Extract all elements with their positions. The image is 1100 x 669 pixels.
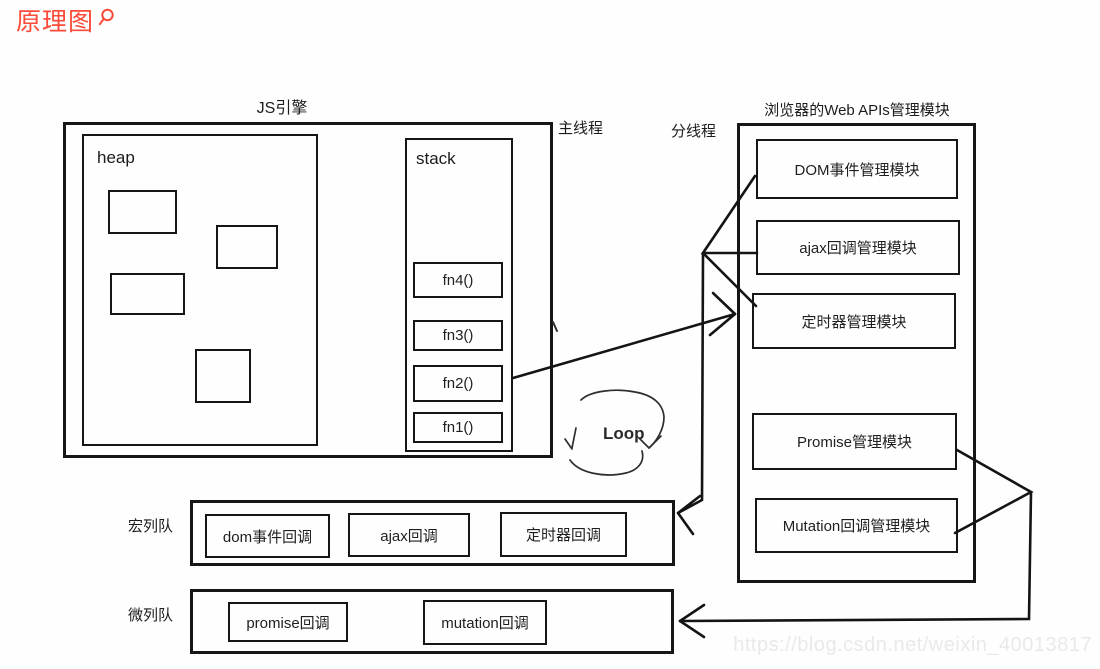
heap-object (216, 225, 278, 269)
macro-queue-item: dom事件回调 (205, 514, 330, 558)
dom-event-module: DOM事件管理模块 (756, 139, 958, 199)
web-apis-title: 浏览器的Web APIs管理模块 (764, 102, 950, 119)
main-thread-label: 主线程 (558, 120, 604, 137)
js-engine-title: JS引擎 (256, 100, 308, 117)
macro-queue-box: dom事件回调 ajax回调 定时器回调 (190, 500, 675, 566)
stack-label: stack (416, 149, 456, 168)
watermark-url: https://blog.csdn.net/weixin_40013817 (733, 634, 1092, 656)
section-heading: 原理图 (16, 6, 116, 39)
event-loop-label: Loop (603, 424, 645, 443)
micro-queue-item: promise回调 (228, 602, 348, 642)
promise-module: Promise管理模块 (752, 413, 957, 470)
js-engine-box: heap stack fn4() fn3() fn2() fn1() (63, 122, 553, 458)
stack-frame: fn4() (413, 262, 503, 298)
section-heading-text: 原理图 (16, 8, 95, 36)
heap-box: heap (82, 134, 318, 446)
heap-object (108, 190, 177, 234)
timer-module: 定时器管理模块 (752, 293, 956, 349)
ajax-callback-module: ajax回调管理模块 (756, 220, 960, 275)
heap-object (195, 349, 251, 403)
macro-queue-item: ajax回调 (348, 513, 470, 557)
micro-queue-item: mutation回调 (423, 600, 547, 645)
sub-thread-label: 分线程 (671, 123, 717, 140)
web-apis-box: DOM事件管理模块 ajax回调管理模块 定时器管理模块 Promise管理模块… (737, 123, 976, 583)
stack-box: stack fn4() fn3() fn2() fn1() (405, 138, 513, 452)
junction-to-macro-queue-line (676, 251, 705, 515)
stray-mark (552, 321, 558, 332)
heap-label: heap (97, 148, 135, 167)
heap-object (110, 273, 185, 315)
micro-queue-box: promise回调 mutation回调 (190, 589, 674, 654)
magnifier-icon[interactable] (96, 7, 116, 34)
stack-frame: fn3() (413, 320, 503, 351)
macro-queue-label: 宏列队 (128, 518, 174, 535)
mutation-module: Mutation回调管理模块 (755, 498, 958, 553)
micro-queue-label: 微列队 (128, 607, 174, 624)
stack-frame: fn2() (413, 365, 503, 402)
macro-queue-item: 定时器回调 (500, 512, 627, 557)
stack-frame: fn1() (413, 412, 503, 443)
